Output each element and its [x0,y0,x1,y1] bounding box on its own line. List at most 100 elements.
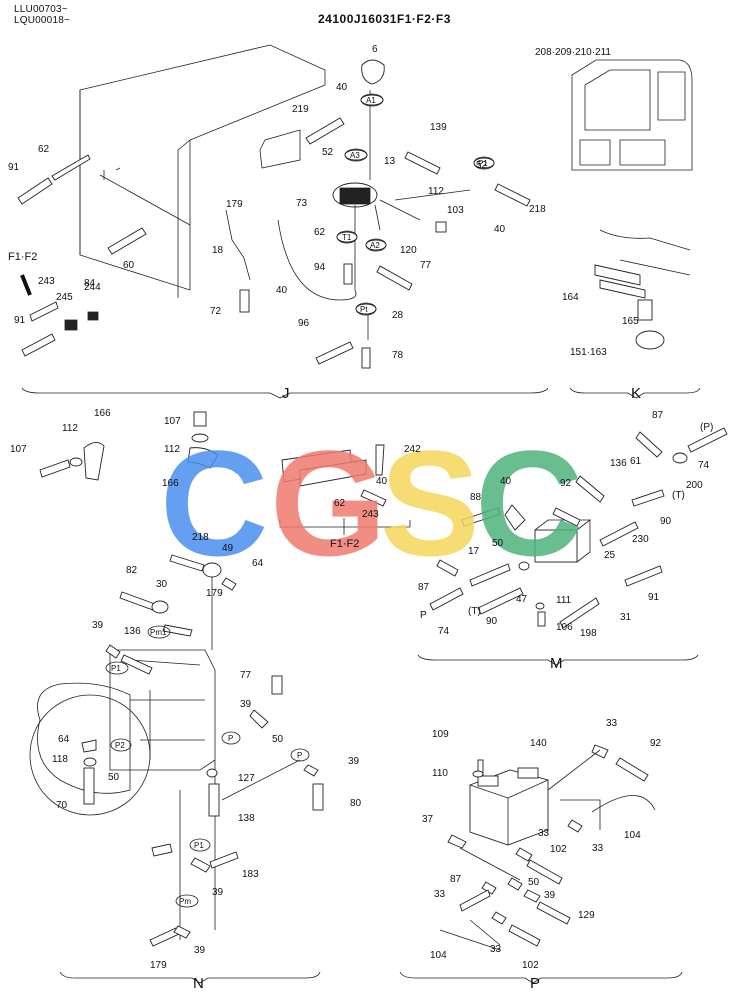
oval-t1: T1 [342,233,352,242]
part-number-j-25: 60 [123,260,135,271]
part-number-j-8: 112 [428,186,444,197]
part-number-p-2: 33 [606,718,618,729]
oval-tags: A1 A3 T1 A2 Pt P1 Pm1 P1 P2 P P P1 Pm [105,93,495,908]
part-number-n-10: 50 [272,734,284,745]
part-number-p-13: 39 [544,890,556,901]
part-number-n-20: 39 [212,887,224,898]
part-number-n-5: 179 [206,588,223,599]
part-number-p-8: 33 [592,843,604,854]
part-number-p-16: 33 [490,944,502,955]
part-number-p-0: 109 [432,729,449,740]
part-number-n-15: 127 [238,773,255,784]
part-number-m-0: 87 [652,410,664,421]
part-number-j-23: 91 [8,162,20,173]
part-number-j-7: 73 [296,198,308,209]
part-number-m-25: 198 [580,628,597,639]
part-number-j-30: 91 [14,315,26,326]
part-number-j-5: 13 [384,156,396,167]
oval-p1-n: P1 [111,664,121,673]
part-number-n-4: 30 [156,579,168,590]
part-number-n-16: 39 [348,756,360,767]
part-number-m-9: 92 [560,478,572,489]
section-label-j: J [282,385,290,402]
oval-a3: A3 [350,151,360,160]
part-number-j-2: 219 [292,104,309,115]
part-number-j-15: 120 [400,245,417,256]
oval-p-a: P [228,734,233,743]
part-number-mid-6: 242 [404,444,421,455]
part-number-m-18: 91 [648,592,660,603]
section-k-drawing [569,59,701,399]
part-number-p-3: 92 [650,738,662,749]
watermark-letter-3: S [380,419,480,587]
sublabel-f1f2-left: F1·F2 [8,251,37,263]
part-number-n-6: 39 [92,620,104,631]
diagram-title: 24100J16031F1·F2·F3 [318,12,451,26]
part-number-m-4: 136 [610,458,627,469]
serial-2: LQU00018~ [14,15,71,26]
part-number-n-13: 50 [108,772,120,783]
part-number-m-22: 74 [438,626,450,637]
oval-p2: P2 [115,741,125,750]
part-number-m-24: 106 [556,622,573,633]
part-number-m-8: 40 [500,476,512,487]
part-number-j-11: 179 [226,199,243,210]
part-number-j-4: 52 [322,147,334,158]
part-number-mid-0: 107 [10,444,27,455]
part-number-p-17: 102 [522,960,539,971]
part-number-m-16: 47 [516,594,528,605]
part-number-j-28: 245 [56,292,73,303]
section-mid-drawing [39,411,411,535]
part-number-j-26: 84 [84,278,96,289]
part-number-n-18: 138 [238,813,255,824]
oval-a2: A2 [370,241,380,250]
watermark-letter-4: C [475,419,583,587]
part-number-k-0: 208·209·210·211 [535,47,611,58]
part-number-j-21: 40 [276,285,288,296]
watermark-letter-1: C [160,419,268,587]
part-number-j-19: 28 [392,310,404,321]
part-number-p-4: 110 [432,768,448,779]
section-p-drawing [399,744,683,984]
section-label-m: M [550,655,563,672]
oval-p-b: P [297,751,302,760]
part-number-p-9: 102 [550,844,567,855]
part-number-n-2: 64 [252,558,264,569]
section-label-p: P [530,975,540,992]
part-number-j-1: 40 [336,82,348,93]
part-number-m-20: (T) [468,606,481,617]
part-number-j-27: 243 [38,276,55,287]
part-number-j-22: 40 [494,224,506,235]
part-number-n-7: 136 [124,626,141,637]
part-number-mid-9: 243 [362,509,379,520]
part-number-mid-4: 112 [164,444,180,455]
part-number-m-3: 74 [698,460,710,471]
oval-pm2: Pm [179,897,191,906]
part-number-m-23: 90 [486,616,498,627]
watermark-letter-2: G [270,419,387,587]
part-number-p-6: 104 [624,830,641,841]
part-number-j-14: 94 [314,262,326,273]
part-number-n-0: 218 [192,532,209,543]
part-number-mid-7: 40 [376,476,388,487]
part-number-mid-1: 112 [62,423,78,434]
part-number-n-9: 39 [240,699,252,710]
oval-p1: P1 [478,159,488,168]
part-number-m-21: 31 [620,612,632,623]
part-number-n-1: 49 [222,543,234,554]
part-number-p-10: 87 [450,874,462,885]
part-number-m-10: 90 [660,516,672,527]
part-number-p-1: 140 [530,738,547,749]
part-number-n-11: 64 [58,734,70,745]
part-number-m-12: 17 [468,546,480,557]
part-number-n-8: 77 [240,670,252,681]
part-number-j-20: 78 [392,350,404,361]
part-number-m-7: 88 [470,492,482,503]
part-number-p-15: 104 [430,950,447,961]
part-number-m-6: (T) [672,490,685,501]
part-number-n-21: 179 [150,960,167,971]
section-n-drawing [29,554,324,984]
section-label-k: K [631,385,641,402]
oval-p1-b: P1 [194,841,204,850]
